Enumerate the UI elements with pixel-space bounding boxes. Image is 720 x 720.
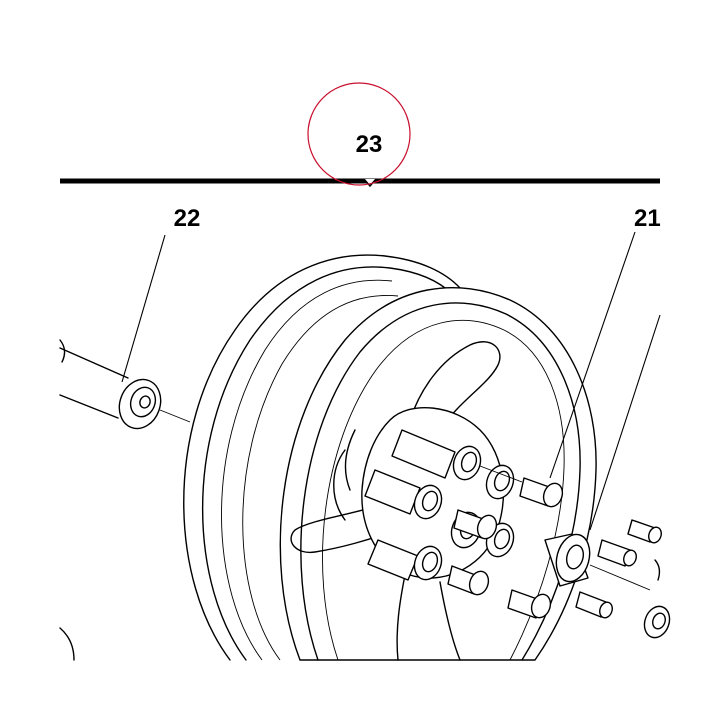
- axle-assembly: 22: [59, 205, 201, 430]
- spoke-lower: [396, 574, 461, 661]
- nut-right-2: [654, 559, 661, 581]
- bearing-centerline: [589, 564, 651, 591]
- axle-shaft: [59, 347, 129, 419]
- spoke-top: [409, 341, 501, 431]
- wheel: [183, 254, 597, 661]
- rim-groove-2: [242, 295, 399, 661]
- callout-21-leader-2: [589, 314, 661, 531]
- callout-22-label: 22: [174, 205, 201, 232]
- highlight-circle: [307, 82, 411, 186]
- axle-centerline: [159, 409, 191, 423]
- axle-spacer-inner: [129, 386, 157, 418]
- callout-21-label: 21: [634, 205, 661, 232]
- stud-2: [597, 539, 631, 567]
- bearing-assembly: 21: [544, 205, 661, 591]
- callout-23-group: 23: [60, 82, 660, 188]
- rim-outer-back-2: [202, 266, 453, 661]
- rim-front-flange: [322, 319, 565, 661]
- spoke-left: [290, 504, 396, 554]
- spoke-inner-web: [333, 429, 356, 521]
- stud-3: [575, 591, 607, 618]
- callout-22-leader: [121, 234, 166, 383]
- bearing-bore: [565, 544, 585, 570]
- bearing-face: [555, 533, 591, 583]
- rim-groove-1: [221, 279, 393, 661]
- nut-right: [643, 605, 671, 639]
- partial-curve-bottom-left: [59, 627, 75, 661]
- axle-end-cap: [59, 339, 66, 363]
- callout-23-label: 23: [356, 131, 383, 158]
- wheel-studs: [575, 519, 671, 639]
- rim-outer-back: [183, 254, 461, 661]
- axle-spacer-hole: [139, 395, 151, 409]
- callout-21-leader: [549, 231, 636, 479]
- callout-23-notch: [363, 178, 377, 188]
- rim-front-inner: [300, 302, 581, 661]
- bushings: [447, 465, 564, 619]
